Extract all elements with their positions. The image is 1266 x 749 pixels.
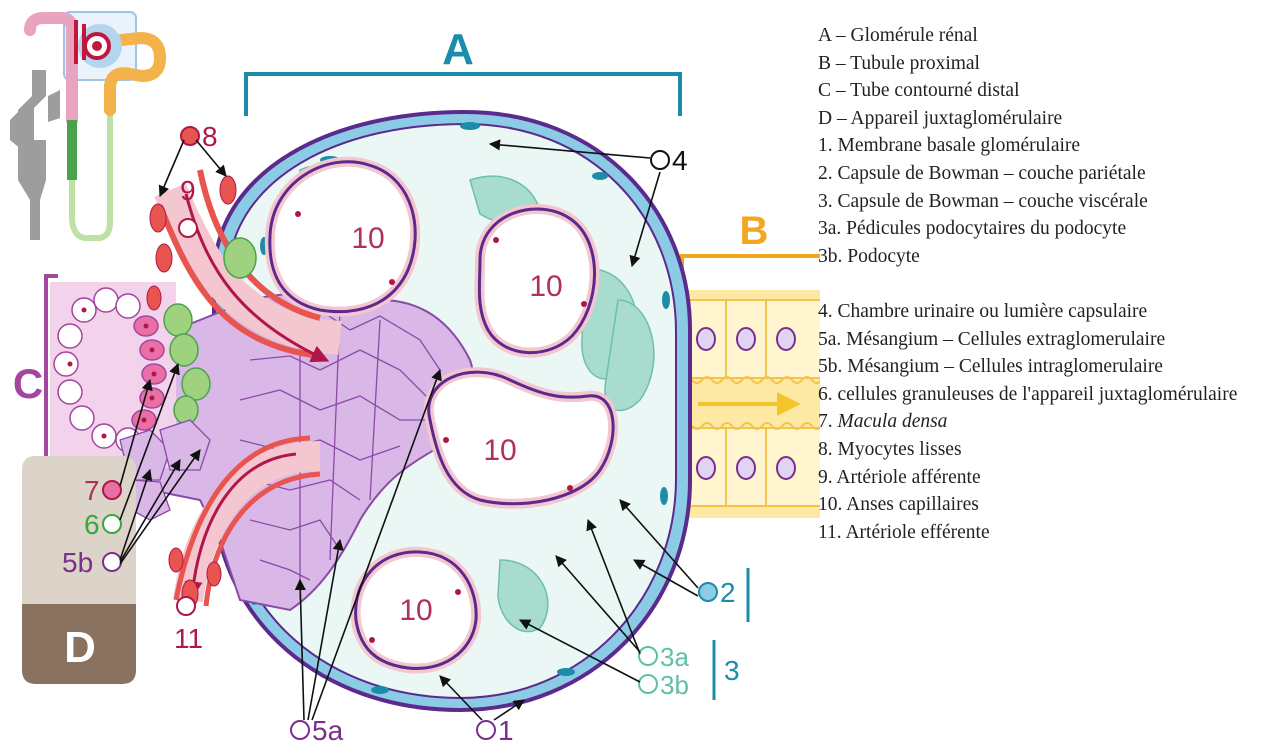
legend-item: 4. Chambre urinaire ou lumière capsulair… — [818, 298, 1263, 326]
legend-item: 2. Capsule de Bowman – couche pariétale — [818, 160, 1263, 188]
legend-item: C – Tube contourné distal — [818, 77, 1263, 105]
callout-9: 9 — [180, 175, 196, 206]
legend-item: 9. Artériole afférente — [818, 464, 1263, 492]
capillary-label: 10 — [399, 594, 432, 627]
legend-item: 5b. Mésangium – Cellules intraglomerulai… — [818, 353, 1263, 381]
glomerulus-diagram: A B — [0, 0, 820, 749]
legend-item: 11. Artériole efférente — [818, 519, 1263, 547]
legend-item: B – Tubule proximal — [818, 50, 1263, 78]
legend-item: 3. Capsule de Bowman – couche viscérale — [818, 188, 1263, 216]
bracket-a: A — [246, 25, 680, 116]
callout-4: 4 — [672, 145, 688, 176]
callout-3: 3 — [724, 655, 740, 686]
nephron-thumbnail — [10, 12, 160, 240]
legend-spacer — [818, 270, 1263, 298]
capillary-label: 10 — [483, 434, 516, 467]
callout-3a: 3a — [660, 642, 689, 672]
callout-7: 7 — [84, 475, 100, 506]
capillary-label: 10 — [529, 270, 562, 303]
legend-item: 7. Macula densa — [818, 408, 1263, 436]
callout-5a: 5a — [312, 715, 344, 746]
legend: A – Glomérule rénal B – Tubule proximal … — [818, 22, 1263, 546]
callout-11: 11 — [174, 623, 203, 654]
legend-item: D – Appareil juxtaglomérulaire — [818, 105, 1263, 133]
legend-item: 6. cellules granuleuses de l'appareil ju… — [818, 381, 1263, 409]
callout-8: 8 — [202, 121, 218, 152]
letter-a: A — [442, 25, 474, 74]
legend-item: 8. Myocytes lisses — [818, 436, 1263, 464]
callout-2: 2 — [720, 577, 736, 608]
letter-b: B — [740, 209, 769, 253]
callout-1: 1 — [498, 715, 514, 746]
capillary-label: 10 — [351, 222, 384, 255]
callout-5b: 5b — [62, 547, 93, 578]
legend-item: 3a. Pédicules podocytaires du podocyte — [818, 215, 1263, 243]
legend-item: 3b. Podocyte — [818, 243, 1263, 271]
letter-c: C — [13, 360, 43, 407]
letter-d: D — [64, 623, 96, 672]
callout-6: 6 — [84, 509, 100, 540]
proximal-tubule: B — [682, 209, 820, 518]
legend-item: 5a. Mésangium – Cellules extraglomerulai… — [818, 326, 1263, 354]
legend-item: 10. Anses capillaires — [818, 491, 1263, 519]
callout-3b: 3b — [660, 670, 689, 700]
legend-item: A – Glomérule rénal — [818, 22, 1263, 50]
legend-item: 1. Membrane basale glomérulaire — [818, 132, 1263, 160]
